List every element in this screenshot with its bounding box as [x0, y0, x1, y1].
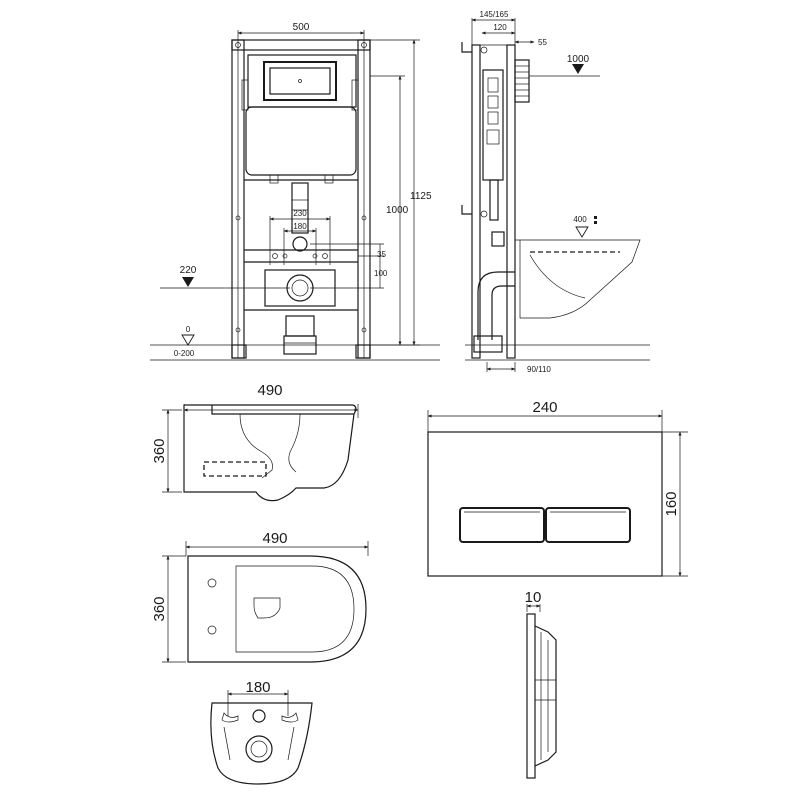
- toilet-back-view: 180: [210, 679, 313, 785]
- flush-button-left: [459, 507, 545, 543]
- dim-side-depth-range: 145/165: [480, 10, 509, 19]
- level-floor-0: 0: [186, 325, 191, 334]
- dim-offset-35: 35: [377, 250, 386, 259]
- frame-front-view: 500 1125 1000 230 180 35 100 220 0: [150, 22, 440, 361]
- dim-side-depth-inner: 120: [493, 23, 507, 32]
- dim-plate-thickness: 10: [525, 589, 542, 606]
- dim-plate-height: 160: [663, 491, 680, 516]
- dim-side-base-depth: 90/110: [527, 365, 551, 374]
- dim-spacing-230: 230: [293, 209, 307, 218]
- level-side-1000: 1000: [567, 54, 590, 65]
- flush-plate-side: 10: [525, 589, 557, 779]
- flush-plate-front: 240 160: [427, 399, 688, 577]
- dim-spacing-180: 180: [293, 222, 307, 231]
- dim-frame-mount-height: 1000: [386, 205, 409, 216]
- frame-side-view: 145/165 120 55 1000 400 90/110: [461, 10, 650, 374]
- level-outlet-220: 220: [180, 265, 197, 276]
- dim-toilet-top-width: 360: [151, 596, 168, 621]
- toilet-top-view: 490 360: [151, 530, 369, 663]
- flush-button-right: [545, 507, 631, 543]
- dim-toilet-top-length: 490: [262, 530, 287, 547]
- dim-plate-width: 240: [532, 399, 557, 416]
- dim-frame-total-height: 1125: [410, 191, 432, 202]
- toilet-side-view: 490 360: [151, 382, 359, 502]
- dim-frame-width: 500: [293, 22, 310, 33]
- level-floor-range: 0-200: [174, 349, 195, 358]
- dim-side-depth-pipe: 55: [538, 38, 547, 47]
- dim-offset-100: 100: [374, 269, 388, 278]
- level-side-400: 400: [573, 215, 587, 224]
- dim-toilet-side-length: 490: [257, 382, 282, 399]
- dim-toilet-side-height: 360: [151, 438, 168, 463]
- dim-toilet-bolt-spacing: 180: [245, 679, 270, 696]
